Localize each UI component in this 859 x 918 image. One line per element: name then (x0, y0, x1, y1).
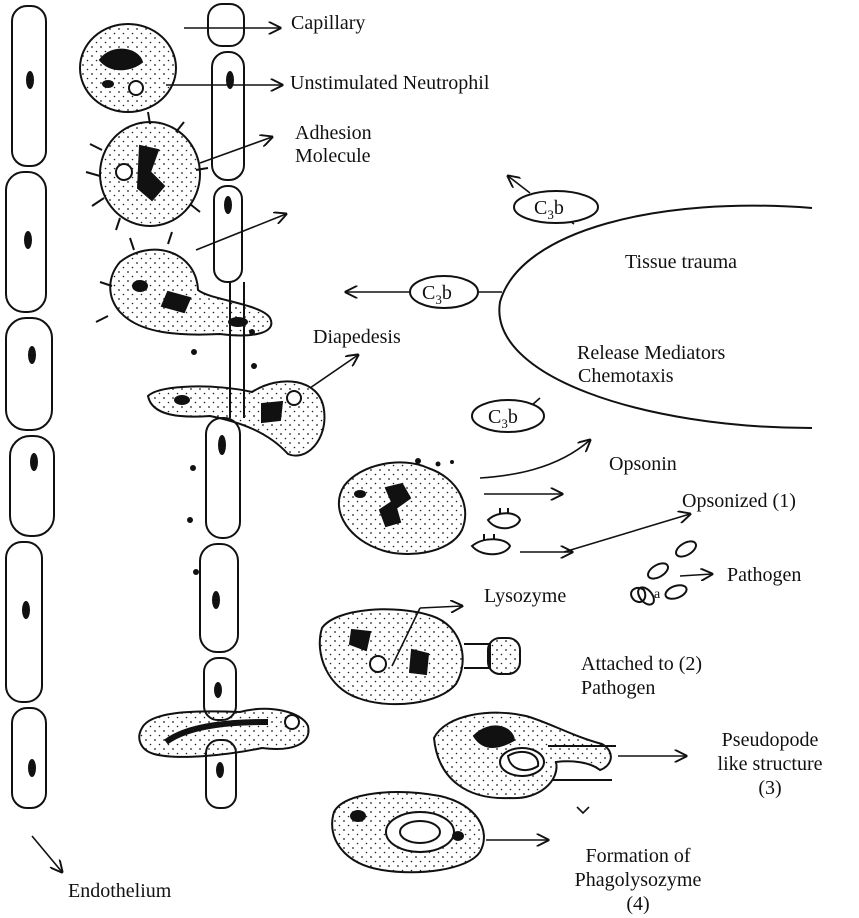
label-lysozyme: Lysozyme (484, 585, 566, 608)
label-endothelium: Endothelium (68, 880, 171, 903)
label-diapedesis: Diapedesis (313, 326, 401, 349)
label-release-mediators: Release Mediators (577, 342, 725, 365)
label-chemotaxis: Chemotaxis (578, 365, 674, 388)
label-pseudopode: Pseudopode (680, 729, 859, 752)
label-formation-of: Formation of (548, 845, 728, 868)
unstimulated-neutrophil-cell (80, 24, 176, 112)
tissue-trauma-boundary (499, 206, 812, 428)
phagolysozyme-neutrophil-cell (332, 792, 484, 872)
label-adhesion: Adhesion (295, 122, 372, 145)
pathogen-cluster (631, 538, 698, 607)
attached-neutrophil-cell (320, 609, 520, 704)
adhering-neutrophil-cell (86, 112, 208, 230)
label-opsonin: Opsonin (609, 453, 677, 476)
label-attached-to: Attached to (2) (581, 653, 702, 676)
label-like-structure: like structure (680, 753, 859, 776)
pseudopode-neutrophil-cell (434, 713, 616, 798)
label-opsonized: Opsonized (1) (682, 490, 796, 513)
label-unstimulated-neutrophil: Unstimulated Neutrophil (290, 72, 489, 95)
label-pseudopode-step: (3) (680, 777, 859, 800)
squeezing-neutrophil-cell (96, 232, 271, 335)
label-capillary: Capillary (291, 12, 365, 35)
lower-capillary-neutrophil-cell (139, 709, 308, 757)
label-phagolysozyme: Phagolysozyme (548, 869, 728, 892)
label-pathogen: Pathogen (727, 564, 801, 587)
emigrating-neutrophil-cell (148, 381, 324, 455)
activated-neutrophil-cell (339, 458, 465, 554)
label-phagolysozyme-step: (4) (548, 893, 728, 916)
label-molecule: Molecule (295, 145, 371, 168)
label-tissue-trauma: Tissue trauma (625, 251, 737, 274)
opsonized-pathogens (472, 508, 520, 554)
lysozyme-a-mark: a (654, 587, 661, 602)
left-endothelium-wall (6, 6, 54, 808)
label-attached-pathogen: Pathogen (581, 677, 655, 700)
